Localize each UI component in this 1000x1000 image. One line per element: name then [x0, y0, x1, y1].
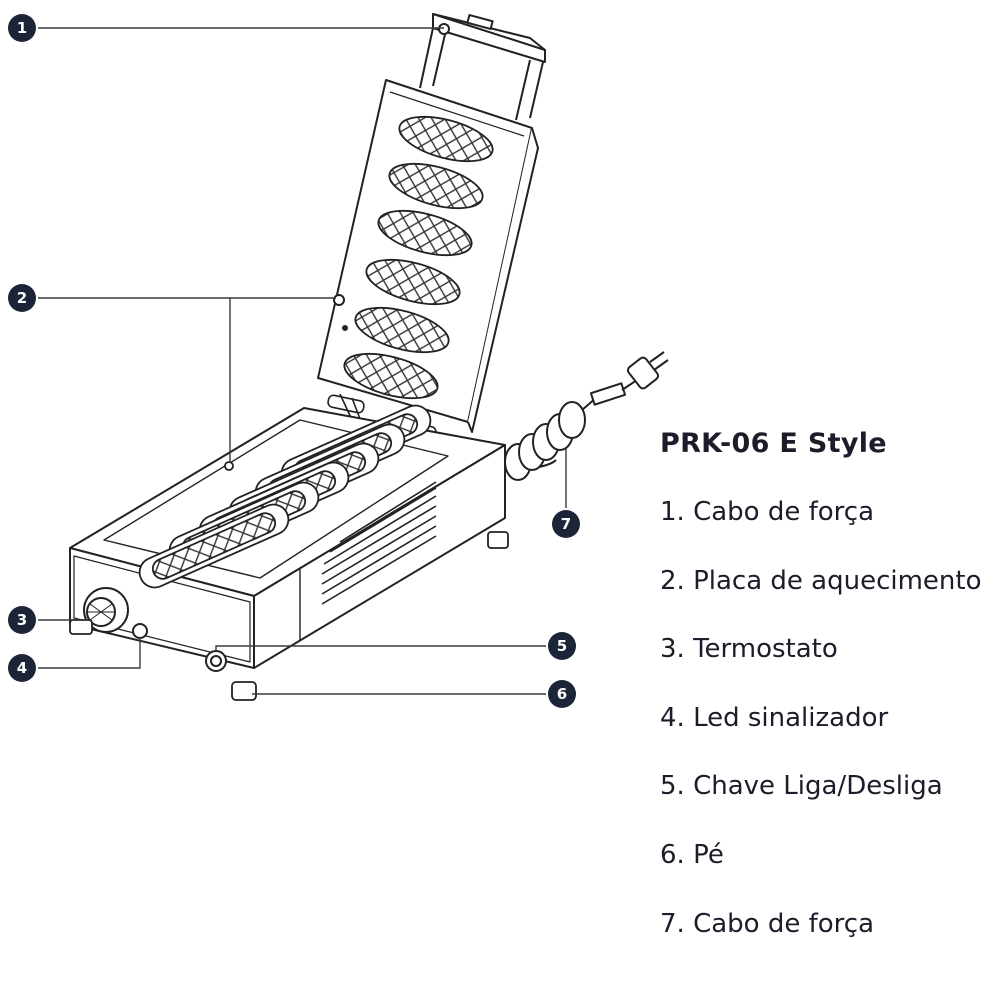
legend-item-5: 5. Chave Liga/Desliga — [660, 771, 943, 802]
legend-item-6: 6. Pé — [660, 839, 724, 870]
parts-legend: PRK-06 E Style 1. Cabo de força 2. Placa… — [660, 428, 995, 972]
callout-3-label: 3 — [17, 611, 27, 629]
legend-item-2: 2. Placa de aquecimento — [660, 565, 982, 596]
thermostat-knob — [83, 587, 129, 633]
callout-1: 1 — [8, 14, 36, 42]
callout-4: 4 — [8, 654, 36, 682]
lid-handle — [419, 13, 546, 121]
lower-plates — [138, 404, 432, 589]
legend-item-4: 4. Led sinalizador — [660, 702, 889, 733]
lid-plate — [317, 79, 539, 433]
leader-line-4 — [38, 638, 141, 669]
callout-6-label: 6 — [557, 685, 567, 703]
side-vents — [321, 481, 437, 605]
legend-title: PRK-06 E Style — [660, 428, 887, 459]
legend-item-3: 3. Termostato — [660, 634, 838, 665]
leader-line-5 — [215, 645, 546, 650]
callout-2-label: 2 — [17, 289, 27, 307]
callout-badges: 1 2 3 4 5 6 7 — [8, 14, 580, 708]
power-switch — [205, 650, 227, 672]
callout-5-label: 5 — [557, 637, 567, 655]
leader-lines — [38, 27, 567, 695]
power-cord — [504, 351, 669, 481]
callout-2: 2 — [8, 284, 36, 312]
callout-7-label: 7 — [561, 515, 571, 533]
legend-item-7: 7. Cabo de força — [660, 908, 875, 939]
callout-1-label: 1 — [17, 19, 27, 37]
callout-3: 3 — [8, 606, 36, 634]
callout-4-label: 4 — [17, 659, 27, 677]
legend-item-1: 1. Cabo de força — [660, 497, 875, 527]
callout-5: 5 — [548, 632, 576, 660]
callout-7: 7 — [552, 510, 580, 538]
led-indicator — [132, 623, 148, 639]
callout-6: 6 — [548, 680, 576, 708]
